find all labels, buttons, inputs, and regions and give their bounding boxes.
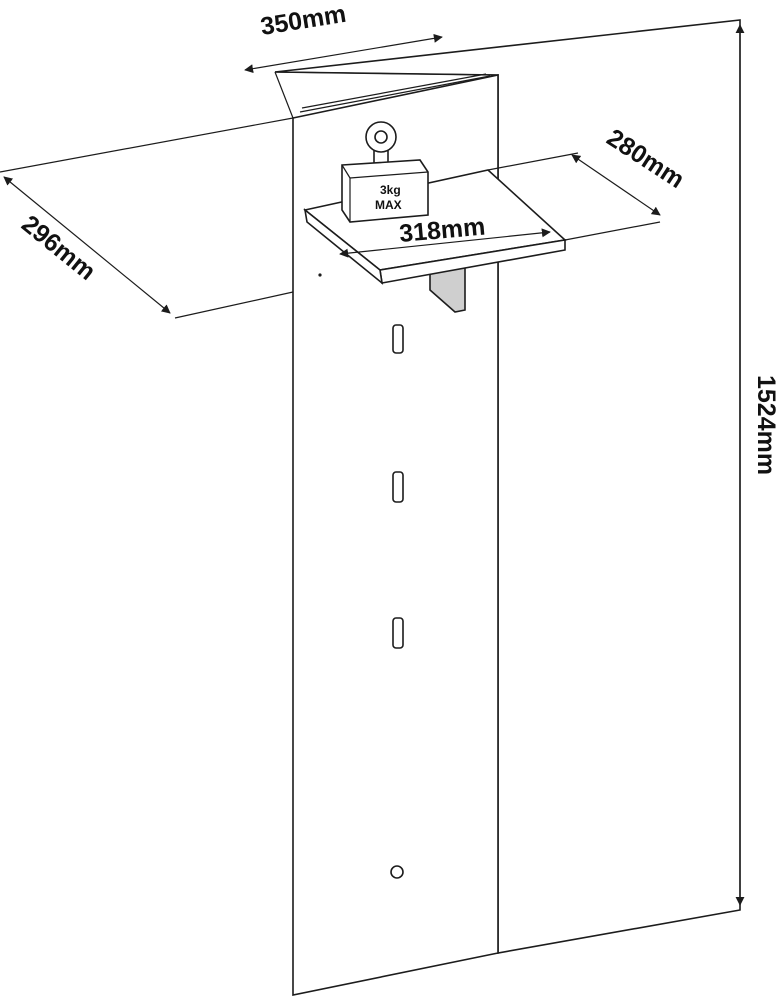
panel-height-label: 1524mm: [752, 375, 780, 475]
shelf-depth-extension-lines: [487, 152, 661, 241]
top-edge-hatch: [299, 73, 491, 113]
panel-dot: [318, 273, 322, 277]
mounting-slot-1: [392, 324, 404, 354]
weight-tag-ring: [365, 121, 397, 153]
panel-depth-arrow: [3, 176, 171, 314]
shelf-depth-arrow: [571, 154, 661, 216]
weight-tag: 3kg MAX: [341, 121, 429, 223]
dimension-arrows: [3, 24, 745, 906]
depth-extension-lines: [0, 117, 294, 319]
panel-width-arrow: [244, 33, 443, 74]
weight-tag-body: [341, 159, 429, 223]
mounting-slot-3: [392, 617, 404, 649]
panel-width-label: 350mm: [259, 0, 348, 41]
weight-tag-line1: 3kg: [380, 183, 401, 197]
weight-tag-line2: MAX: [375, 198, 402, 212]
mounting-slot-2: [392, 471, 404, 503]
mounting-hole: [390, 865, 404, 879]
shelf-width-arrow: [339, 228, 551, 258]
